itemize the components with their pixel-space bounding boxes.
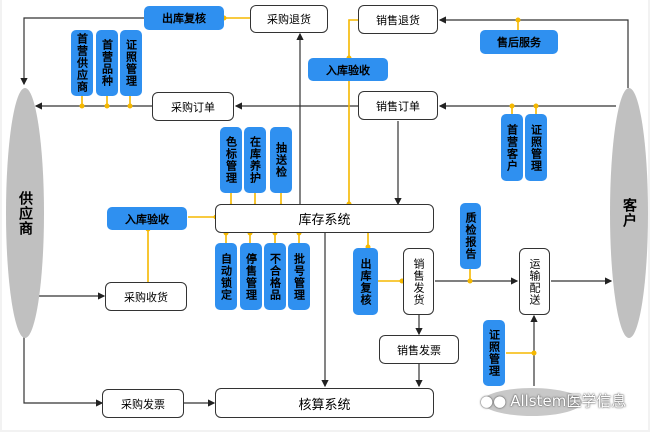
sales-stop-control[interactable]: 停售管理 bbox=[240, 243, 262, 310]
nonconforming-control[interactable]: 不合格品 bbox=[264, 243, 286, 310]
in-stock-maintenance-control[interactable]: 在库养护 bbox=[244, 127, 266, 193]
supplier-entity[interactable]: 供应商 bbox=[6, 88, 44, 338]
sales-return-label: 销售退货 bbox=[376, 13, 420, 27]
sales-return-node[interactable]: 销售退货 bbox=[358, 5, 438, 34]
purchase-order-label: 采购订单 bbox=[171, 100, 215, 114]
auto-lock-label: 自动锁定 bbox=[219, 252, 233, 301]
first-customer-label: 首营客户 bbox=[505, 123, 519, 172]
license-mgmt-supplier-label: 证照管理 bbox=[124, 39, 138, 87]
nonconforming-label: 不合格品 bbox=[268, 252, 282, 301]
first-product-control[interactable]: 首营品种 bbox=[96, 30, 118, 96]
customer-entity[interactable]: 客户 bbox=[610, 88, 648, 338]
batch-mgmt-label: 批号管理 bbox=[292, 252, 306, 301]
license-mgmt-supplier-control[interactable]: 证照管理 bbox=[120, 30, 142, 96]
auto-lock-control[interactable]: 自动锁定 bbox=[215, 243, 237, 310]
first-customer-control[interactable]: 首营客户 bbox=[501, 114, 523, 181]
sales-invoice-node[interactable]: 销售发票 bbox=[379, 335, 459, 364]
inbound-check-top-label: 入库验收 bbox=[326, 63, 370, 77]
supplier-label: 供应商 bbox=[17, 190, 33, 236]
first-supplier-control[interactable]: 首营供应商 bbox=[71, 30, 93, 96]
after-sales-label: 售后服务 bbox=[497, 36, 541, 49]
transport-delivery-node[interactable]: 运输配送 bbox=[519, 248, 550, 315]
purchase-receipt-node[interactable]: 采购收货 bbox=[105, 282, 187, 311]
outbound-review-mid[interactable]: 出库复核 bbox=[353, 248, 378, 315]
batch-mgmt-control[interactable]: 批号管理 bbox=[288, 243, 310, 310]
transport-delivery-label: 运输配送 bbox=[528, 257, 541, 306]
wechat-icon: ●● bbox=[480, 391, 507, 410]
sales-order-label: 销售订单 bbox=[376, 99, 420, 113]
sampling-inspection-label: 抽送检 bbox=[274, 142, 288, 178]
sales-delivery-label: 销售发货 bbox=[412, 257, 425, 306]
purchase-return-label: 采购退货 bbox=[267, 13, 311, 26]
flow-customer-to-sales-return bbox=[438, 16, 629, 88]
sales-stop-label: 停售管理 bbox=[244, 252, 258, 301]
watermark: ●● Allstem医学信息 bbox=[480, 390, 626, 411]
customer-label: 客户 bbox=[621, 198, 637, 228]
watermark-ellipse bbox=[482, 388, 582, 416]
accounting-system[interactable]: 核算系统 bbox=[215, 388, 434, 418]
in-stock-maintenance-label: 在库养护 bbox=[248, 136, 262, 184]
license-mgmt-customer-control[interactable]: 证照管理 bbox=[525, 114, 547, 181]
outbound-review-top-label: 出库复核 bbox=[162, 12, 206, 25]
inbound-check-left[interactable]: 入库验收 bbox=[107, 207, 187, 230]
flow-outbound-review-to-supplier bbox=[20, 17, 144, 86]
yellow-connectors bbox=[81, 17, 537, 354]
sales-order-node[interactable]: 销售订单 bbox=[358, 91, 438, 120]
purchase-order-node[interactable]: 采购订单 bbox=[152, 92, 234, 121]
license-mgmt-delivery-label: 证照管理 bbox=[487, 329, 501, 377]
qc-report-control[interactable]: 质检报告 bbox=[460, 203, 481, 269]
qc-report-label: 质检报告 bbox=[464, 212, 477, 260]
accounting-system-label: 核算系统 bbox=[298, 397, 351, 413]
inbound-check-top[interactable]: 入库验收 bbox=[308, 58, 388, 81]
sales-invoice-label: 销售发票 bbox=[397, 343, 441, 357]
purchase-invoice-node[interactable]: 采购发票 bbox=[102, 389, 184, 418]
after-sales-control[interactable]: 售后服务 bbox=[480, 30, 558, 54]
sales-delivery-node[interactable]: 销售发货 bbox=[403, 248, 434, 315]
purchase-receipt-label: 采购收货 bbox=[124, 290, 168, 304]
inventory-system-label: 库存系统 bbox=[298, 213, 351, 228]
outbound-review-mid-label: 出库复核 bbox=[359, 257, 372, 306]
inventory-system[interactable]: 库存系统 bbox=[215, 204, 434, 233]
outbound-review-top[interactable]: 出库复核 bbox=[144, 6, 224, 30]
license-mgmt-delivery-control[interactable]: 证照管理 bbox=[483, 320, 505, 386]
color-label-label: 色标管理 bbox=[224, 136, 238, 184]
sampling-inspection-control[interactable]: 抽送检 bbox=[270, 127, 292, 193]
purchase-invoice-label: 采购发票 bbox=[121, 397, 165, 411]
color-label-control[interactable]: 色标管理 bbox=[220, 127, 242, 193]
first-product-label: 首营品种 bbox=[100, 39, 114, 87]
license-mgmt-customer-label: 证照管理 bbox=[529, 123, 543, 172]
purchase-return-node[interactable]: 采购退货 bbox=[250, 5, 328, 33]
flow-supplier-to-purchase-invoice bbox=[23, 336, 104, 407]
inbound-check-left-label: 入库验收 bbox=[125, 212, 169, 226]
first-supplier-label: 首营供应商 bbox=[75, 33, 89, 93]
watermark-text: Allstem医学信息 bbox=[510, 392, 627, 410]
